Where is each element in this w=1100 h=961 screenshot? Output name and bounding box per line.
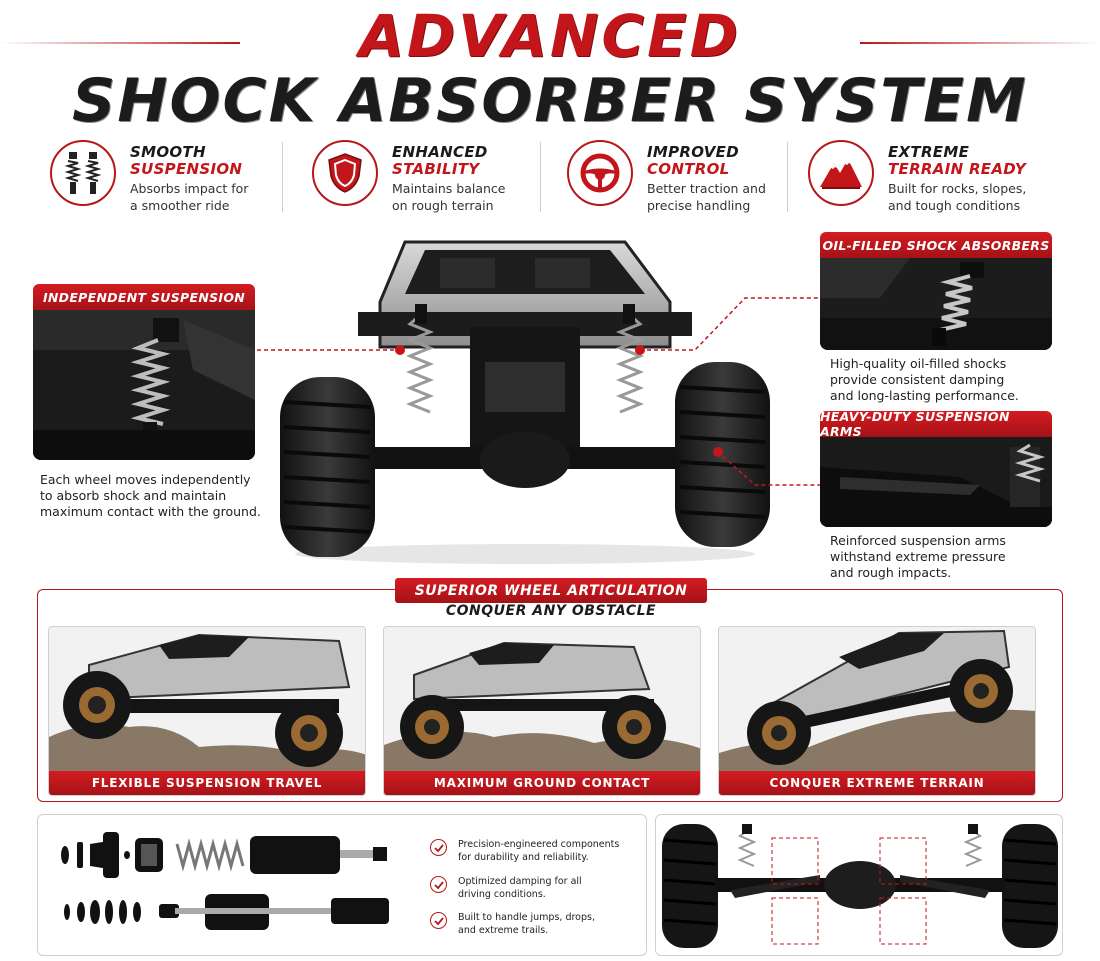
feature-divider xyxy=(282,142,283,212)
shock-parts-exploded xyxy=(61,832,389,930)
shock-springs-icon xyxy=(50,140,116,206)
caption-line: High-quality oil-filled shocks xyxy=(830,356,1007,371)
truck-rock-photo xyxy=(384,627,700,773)
caption-line: withstand extreme pressure xyxy=(830,549,1006,564)
feature-improved-control: IMPROVED CONTROL Better traction and pre… xyxy=(567,140,787,220)
caption-line: and rough impacts. xyxy=(830,565,952,580)
bullet-line: Optimized damping for all xyxy=(458,876,582,887)
feature-desc-line: Maintains balance xyxy=(392,181,506,196)
callout-label-oil: OIL-FILLED SHOCK ABSORBERS xyxy=(820,232,1052,258)
feature-desc-line: a smoother ride xyxy=(130,198,230,213)
caption-line: provide consistent damping xyxy=(830,372,1005,387)
bullet-line: for durability and reliability. xyxy=(458,852,589,863)
independent-caption: Each wheel moves independently to absorb… xyxy=(40,472,270,520)
mountain-icon xyxy=(808,140,874,206)
caption-line: Each wheel moves independently xyxy=(40,472,251,487)
shield-icon xyxy=(312,140,378,206)
components-frame xyxy=(37,814,647,956)
feature-desc-line: Built for rocks, slopes, xyxy=(888,181,1027,196)
articulation-subtitle: CONQUER ANY OBSTACLE xyxy=(445,603,657,619)
callout-label-independent: INDEPENDENT SUSPENSION xyxy=(33,284,255,310)
articulation-card-label: FLEXIBLE SUSPENSION TRAVEL xyxy=(49,771,365,795)
feature-desc-line: on rough terrain xyxy=(392,198,494,213)
feature-extreme-terrain: EXTREME TERRAIN READY Built for rocks, s… xyxy=(808,140,1068,220)
bullet-line: Built to handle jumps, drops, xyxy=(458,912,595,923)
articulation-card-label: MAXIMUM GROUND CONTACT xyxy=(384,771,700,795)
articulation-card-extreme: CONQUER EXTREME TERRAIN xyxy=(718,626,1036,796)
bullet-line: and extreme trails. xyxy=(458,925,549,936)
feature-title-1: SMOOTH xyxy=(130,143,206,161)
feature-desc-line: precise handling xyxy=(647,198,751,213)
truck-rock-photo xyxy=(719,627,1035,773)
caption-line: Reinforced suspension arms xyxy=(830,533,1006,548)
feature-divider xyxy=(787,142,788,212)
feature-title-1: EXTREME xyxy=(888,143,970,161)
feature-title-1: ENHANCED xyxy=(392,143,488,161)
feature-title-1: IMPROVED xyxy=(647,143,739,161)
callout-connectors xyxy=(257,297,820,486)
feature-desc-line: Better traction and xyxy=(647,181,766,196)
caption-line: maximum contact with the ground. xyxy=(40,504,261,519)
arms-caption: Reinforced suspension arms withstand ext… xyxy=(830,533,1070,581)
check-circle-icon xyxy=(430,876,447,893)
feature-title-2: SUSPENSION xyxy=(130,160,243,178)
callout-label-arms: HEAVY-DUTY SUSPENSION ARMS xyxy=(820,409,1052,439)
check-circle-icon xyxy=(430,912,447,929)
feature-divider xyxy=(540,142,541,212)
articulation-card-ground: MAXIMUM GROUND CONTACT xyxy=(383,626,701,796)
rc-truck-front-view xyxy=(280,240,770,564)
independent-suspension-photo xyxy=(33,310,255,460)
title-advanced: ADVANCED xyxy=(359,2,741,70)
feature-desc-line: and tough conditions xyxy=(888,198,1021,213)
suspension-arms-photo xyxy=(820,437,1052,527)
articulation-card-label: CONQUER EXTREME TERRAIN xyxy=(719,771,1035,795)
truck-rock-photo xyxy=(49,627,365,773)
steering-wheel-icon xyxy=(567,140,633,206)
bullet-line: driving conditions. xyxy=(458,889,546,900)
header-right-rule xyxy=(860,42,1100,44)
header-left-rule xyxy=(0,42,240,44)
caption-line: to absorb shock and maintain xyxy=(40,488,227,503)
feature-title-2: TERRAIN READY xyxy=(888,160,1026,178)
axle-frame xyxy=(655,814,1063,956)
feature-desc-line: Absorbs impact for xyxy=(130,181,249,196)
axle-assembly-top-view xyxy=(662,824,1058,948)
caption-line: and long-lasting performance. xyxy=(830,388,1019,403)
feature-smooth-suspension: SMOOTH SUSPENSION Absorbs impact for a s… xyxy=(50,140,280,220)
check-circle-icon xyxy=(430,839,447,856)
feature-title-2: STABILITY xyxy=(392,160,480,178)
oil-shock-photo xyxy=(820,258,1052,350)
articulation-card-flexible: FLEXIBLE SUSPENSION TRAVEL xyxy=(48,626,366,796)
feature-title-2: CONTROL xyxy=(647,160,730,178)
bullet-line: Precision-engineered components xyxy=(458,839,620,850)
title-main: SHOCK ABSORBER SYSTEM xyxy=(72,66,1028,136)
oil-caption: High-quality oil-filled shocks provide c… xyxy=(830,356,1070,404)
articulation-title: SUPERIOR WHEEL ARTICULATION xyxy=(395,578,707,603)
feature-enhanced-stability: ENHANCED STABILITY Maintains balance on … xyxy=(312,140,537,220)
